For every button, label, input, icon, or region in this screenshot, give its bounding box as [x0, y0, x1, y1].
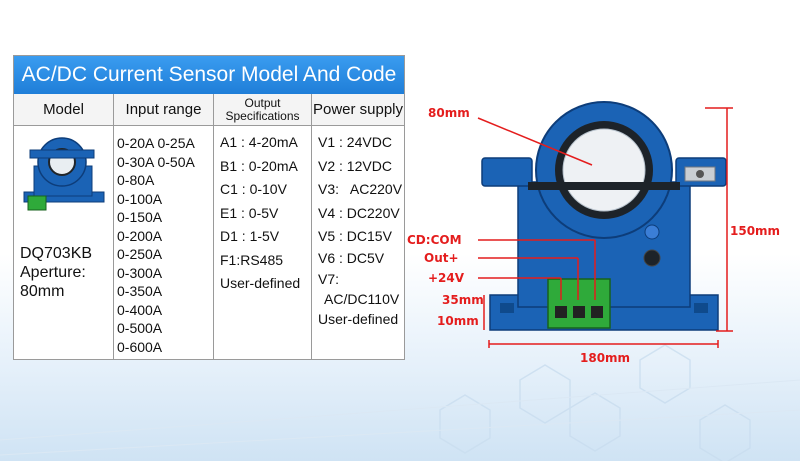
- aperture-value: 80mm: [20, 283, 65, 300]
- aperture-dimension-label: 80mm: [428, 106, 470, 120]
- list-item: V6 : DC5V: [318, 249, 385, 266]
- list-item: D1 : 1-5V: [220, 228, 280, 244]
- power-column: V1 : 24VDC V2 : 12VDC V3: AC220V V4 : DC…: [312, 126, 404, 359]
- model-column: DQ703KB Aperture: 80mm: [14, 126, 114, 359]
- list-item: 0-200A: [117, 227, 163, 244]
- aperture-label: Aperture:: [20, 264, 86, 281]
- model-code-table: AC/DC Current Sensor Model And Code Mode…: [13, 55, 405, 360]
- list-item: 0-20A 0-25A: [117, 135, 195, 151]
- list-item: V5 : DC15V: [318, 228, 392, 244]
- list-item: V7:: [318, 270, 340, 287]
- input-range-list: 0-20A 0-25A 0-30A 0-50A 0-80A 0-100A 0-1…: [117, 134, 195, 356]
- list-item: A1 : 4-20mA: [220, 134, 298, 150]
- sensor-thumbnail: [23, 137, 105, 211]
- pin-label-out: Out+: [424, 251, 459, 265]
- aperture-leader: [477, 117, 593, 166]
- input-range-column: 0-20A 0-25A 0-30A 0-50A 0-80A 0-100A 0-1…: [114, 126, 214, 359]
- list-item: 0-600A: [117, 338, 163, 355]
- list-item: F1:RS485: [220, 251, 284, 268]
- base-height-label: 10mm: [437, 314, 479, 328]
- sensor-diagram: [477, 101, 733, 348]
- terminal-slot: [555, 306, 567, 318]
- screw-head: [696, 170, 704, 178]
- clamp-left: [481, 157, 533, 187]
- list-item: 0-150A: [117, 209, 163, 225]
- mount-hole: [694, 303, 708, 313]
- pin-label-24v: +24V: [428, 271, 465, 285]
- list-item: B1 : 0-20mA: [220, 157, 298, 174]
- list-item: V1 : 24VDC: [318, 134, 392, 150]
- list-item: User-defined: [220, 275, 301, 291]
- list-item: 0-400A: [117, 301, 163, 318]
- aperture-hole: [562, 128, 646, 212]
- base-depth-label: 35mm: [442, 293, 484, 307]
- height-dimension-label: 150mm: [730, 224, 781, 238]
- trim-pot: [643, 249, 661, 267]
- list-item: 0-100A: [117, 190, 163, 207]
- table-title: AC/DC Current Sensor Model And Code: [14, 56, 404, 94]
- list-item: V3: AC220V: [318, 181, 403, 197]
- list-item: V2 : 12VDC: [318, 157, 392, 174]
- terminal-slot: [573, 306, 585, 318]
- list-item: 0-80A: [117, 172, 155, 188]
- list-item: 0-500A: [117, 320, 163, 336]
- terminal-slot: [591, 306, 603, 318]
- power-list: V1 : 24VDC V2 : 12VDC V3: AC220V V4 : DC…: [318, 131, 402, 330]
- list-item: C1 : 0-10V: [220, 181, 287, 197]
- list-item: 0-250A: [117, 246, 163, 262]
- mount-hole: [500, 303, 514, 313]
- pin-label-com: CD:COM: [407, 233, 462, 247]
- list-item: V4 : DC220V: [318, 204, 400, 221]
- list-item: E1 : 0-5V: [220, 204, 279, 221]
- list-item: User-defined: [318, 310, 399, 327]
- clamp-band: [528, 182, 680, 190]
- model-code: DQ703KB: [20, 245, 93, 262]
- list-item: AC/DC110V: [324, 290, 400, 307]
- trim-pot: [644, 224, 660, 240]
- terminal-block: [547, 278, 611, 329]
- list-item: 0-30A 0-50A: [117, 153, 195, 170]
- list-item: 0-300A: [117, 264, 163, 281]
- header-output-specifications: Output Specifications: [214, 94, 312, 126]
- output-list: A1 : 4-20mA B1 : 0-20mA C1 : 0-10V E1 : …: [220, 131, 300, 296]
- header-model: Model: [14, 94, 114, 126]
- width-dimension-label: 180mm: [580, 351, 631, 365]
- output-column: A1 : 4-20mA B1 : 0-20mA C1 : 0-10V E1 : …: [214, 126, 312, 359]
- header-power-supply: Power supply: [312, 94, 404, 126]
- list-item: 0-350A: [117, 283, 163, 299]
- header-input-range: Input range: [114, 94, 214, 126]
